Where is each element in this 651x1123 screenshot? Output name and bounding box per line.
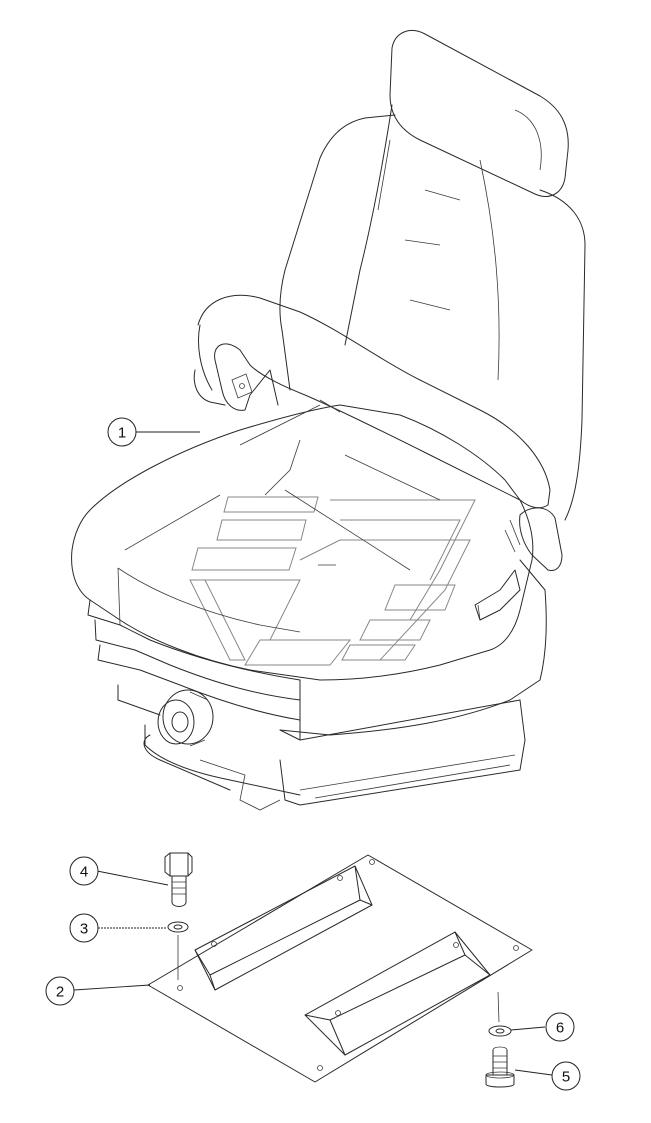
svg-text:3: 3 (80, 921, 88, 938)
watermark-logo (189, 496, 476, 666)
seat-cushion (71, 404, 534, 681)
callout-5: 5 (551, 1061, 581, 1091)
adjustment-knob (157, 689, 214, 747)
mounting-plate (147, 854, 533, 1083)
bolt-right (485, 1046, 515, 1088)
callout-1: 1 (107, 417, 137, 447)
callout-3: 3 (69, 913, 99, 943)
svg-text:6: 6 (556, 1020, 564, 1037)
leader-4 (96, 870, 169, 886)
leader-2 (73, 984, 151, 991)
leader-6 (510, 1026, 546, 1031)
callout-2: 2 (45, 976, 75, 1006)
svg-text:1: 1 (118, 425, 126, 442)
seat-assembly (71, 30, 586, 811)
backrest (279, 114, 396, 391)
svg-text:4: 4 (80, 864, 88, 881)
svg-text:2: 2 (56, 984, 64, 1001)
svg-text:5: 5 (562, 1069, 570, 1086)
bolt-left (164, 852, 193, 907)
callout-6: 6 (545, 1012, 575, 1042)
washer-right (488, 991, 512, 1037)
leader-5 (514, 1069, 553, 1076)
callout-4: 4 (69, 856, 99, 886)
armrest (197, 294, 551, 509)
headrest (389, 30, 569, 197)
washer-left (167, 921, 189, 980)
